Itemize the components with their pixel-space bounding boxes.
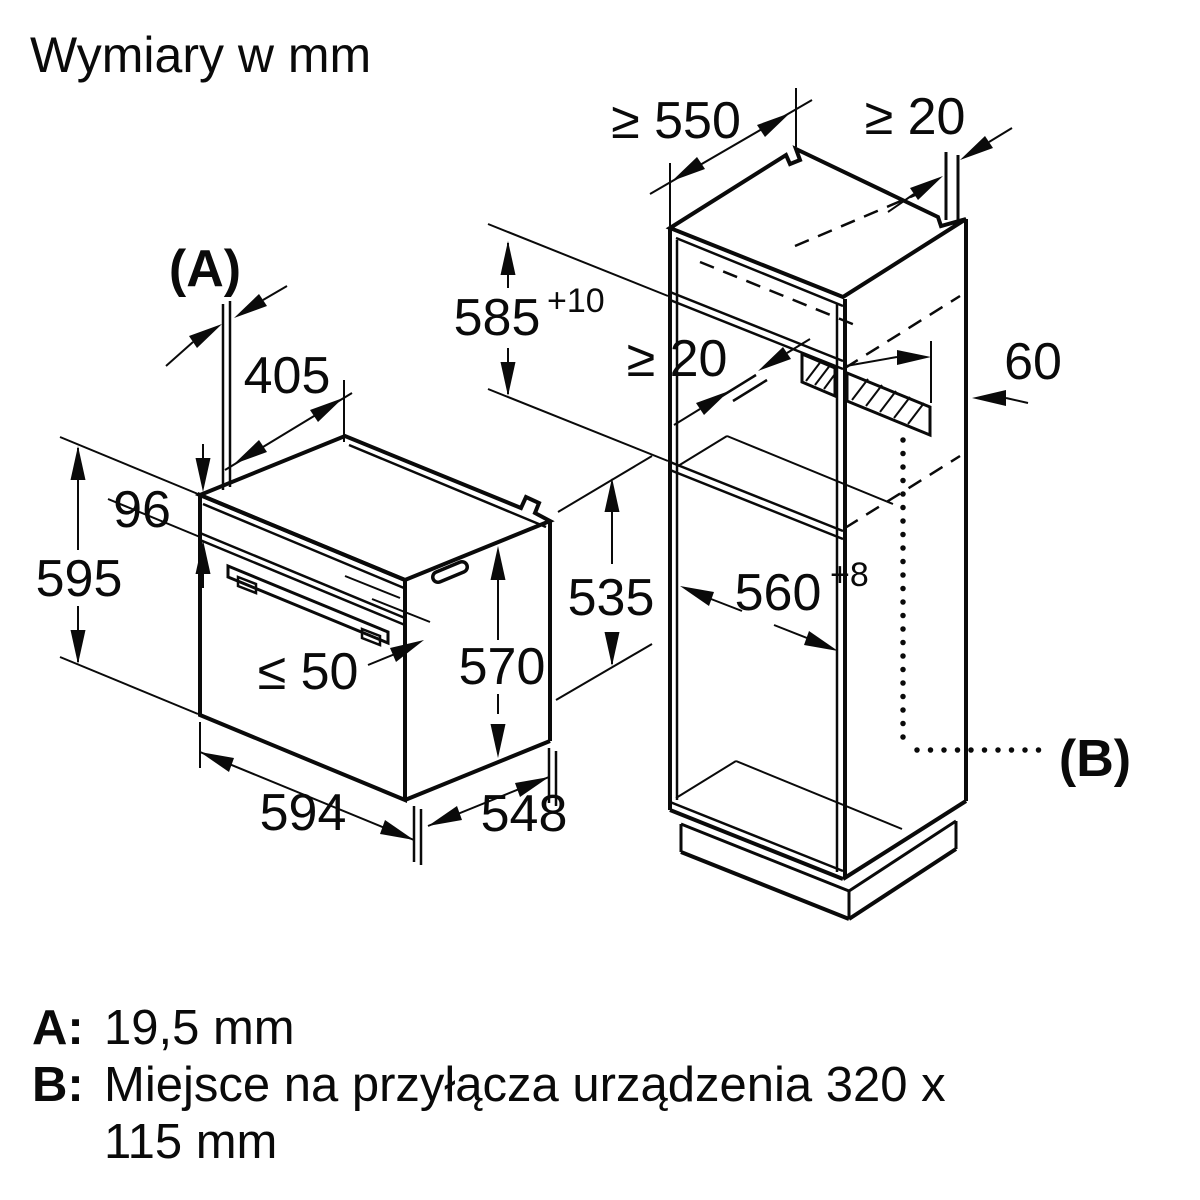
label-548: 548 (481, 785, 568, 843)
label-96: 96 (113, 481, 171, 539)
page-title: Wymiary w mm (30, 27, 372, 83)
legend-b-label: B: (32, 1057, 84, 1112)
dim-60: 60 (845, 333, 1062, 406)
dim-560: 560 +8 (680, 556, 869, 651)
legend-b-value: Miejsce na przyłącza urządzenia 320 x 11… (104, 1057, 1152, 1171)
legend-a-value: 19,5 mm (104, 1001, 295, 1055)
oven-handle (226, 563, 390, 647)
label-535: 535 (568, 569, 655, 627)
dim-595: 595 (36, 436, 201, 715)
legend-a-label: A: (32, 1001, 84, 1055)
label-b-marker: (B) (1059, 730, 1131, 788)
dim-585: 585 +10 (454, 223, 669, 462)
cabinet-plinth (679, 819, 958, 921)
legend-row-a: A: 19,5 mm (32, 1000, 1152, 1057)
label-405: 405 (244, 347, 331, 405)
dim-550: ≥ 550 (611, 88, 813, 226)
label-560: 560 (735, 564, 822, 622)
dim-570: 570 (459, 546, 546, 758)
label-594: 594 (260, 784, 347, 842)
label-20-top: ≥ 20 (865, 88, 966, 146)
side-grip-slot (431, 560, 469, 584)
dim-a-marker: (A) (165, 240, 288, 490)
label-585-tolerance: +10 (547, 282, 605, 320)
dim-96: 96 (113, 444, 211, 588)
dim-20-top: ≥ 20 (865, 88, 1013, 213)
label-20-mid: ≥ 20 (627, 330, 728, 388)
dim-594: 594 (199, 722, 423, 865)
legend: A: 19,5 mm B: Miejsce na przyłącza urząd… (32, 1000, 1152, 1170)
label-560-tolerance: +8 (830, 556, 869, 594)
legend-row-b: B: Miejsce na przyłącza urządzenia 320 x… (32, 1057, 1152, 1171)
b-leader-dotted (900, 437, 1047, 753)
connection-area-hatched (800, 351, 932, 438)
label-60: 60 (1004, 333, 1062, 391)
label-550: ≥ 550 (611, 92, 741, 150)
cabinet-drawing (665, 145, 1047, 921)
legend-b-line2: 115 mm (104, 1114, 278, 1169)
dim-20-mid: ≥ 20 (627, 330, 811, 426)
label-50: ≤ 50 (258, 643, 359, 701)
legend-b-line1: Miejsce na przyłącza urządzenia 320 x (104, 1057, 946, 1112)
dim-405: 405 (224, 347, 353, 471)
label-585: 585 (454, 289, 541, 347)
dim-535: 535 (555, 455, 655, 701)
oven-drawing (194, 433, 555, 803)
dim-548: 548 (427, 748, 568, 843)
label-a-marker: (A) (169, 240, 241, 298)
label-595: 595 (36, 550, 123, 608)
label-570: 570 (459, 638, 546, 696)
dim-50: ≤ 50 (258, 575, 431, 701)
